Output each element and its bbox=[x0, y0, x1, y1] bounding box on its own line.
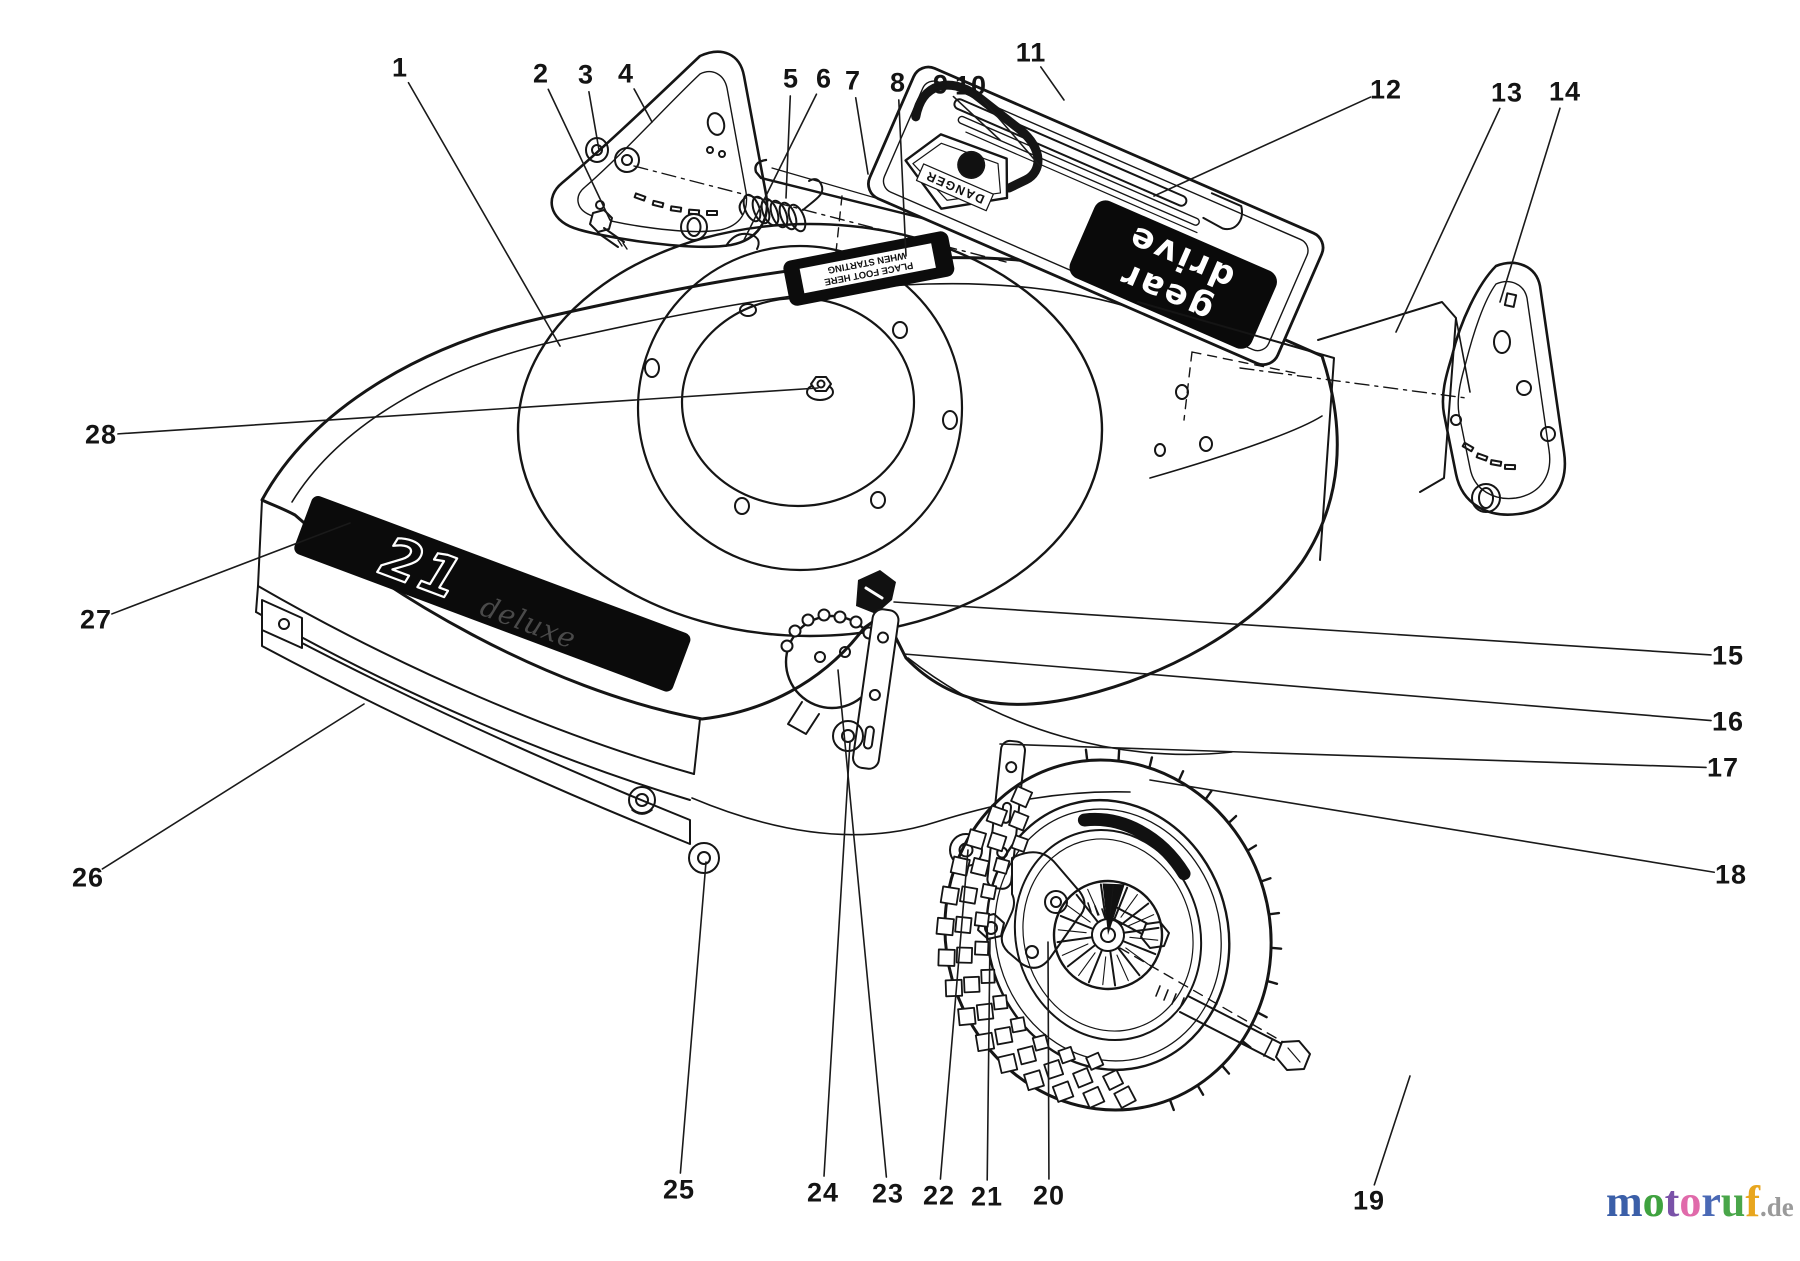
callout-5: 5 bbox=[782, 63, 800, 94]
callout-28: 28 bbox=[84, 419, 118, 450]
watermark-letter: o bbox=[1679, 1177, 1702, 1226]
tension-spring bbox=[738, 178, 824, 233]
callout-23: 23 bbox=[871, 1178, 905, 1209]
watermark-suffix: .de bbox=[1759, 1192, 1794, 1222]
callout-17: 17 bbox=[1706, 752, 1740, 783]
watermark-logo: motoruf.de bbox=[1606, 1180, 1794, 1224]
callout-24: 24 bbox=[806, 1177, 840, 1208]
callout-10: 10 bbox=[954, 70, 988, 101]
callout-8: 8 bbox=[889, 67, 907, 98]
callout-18: 18 bbox=[1714, 859, 1748, 890]
deck-housing bbox=[260, 256, 1339, 836]
callout-7: 7 bbox=[844, 65, 862, 96]
watermark-letter: f bbox=[1745, 1177, 1760, 1226]
hex-bolt bbox=[589, 209, 628, 250]
watermark-letter: t bbox=[1664, 1177, 1680, 1226]
trim-strip bbox=[261, 599, 691, 845]
callout-4: 4 bbox=[617, 58, 635, 89]
watermark-letter: u bbox=[1720, 1177, 1746, 1226]
model-stripe-decal: 21 deluxe bbox=[294, 496, 691, 692]
rear-support-channel bbox=[1137, 301, 1471, 561]
callout-3: 3 bbox=[577, 59, 595, 90]
vent-slots bbox=[953, 98, 1200, 234]
callout-27: 27 bbox=[79, 604, 113, 635]
callout-16: 16 bbox=[1711, 706, 1745, 737]
cam-washer bbox=[832, 720, 864, 752]
control-cover: DANGER gear drive bbox=[867, 65, 1325, 367]
wheel bbox=[935, 748, 1311, 1112]
callout-21: 21 bbox=[970, 1181, 1004, 1212]
callout-11: 11 bbox=[1015, 37, 1047, 68]
axle-bolt bbox=[1119, 947, 1311, 1071]
callout-13: 13 bbox=[1490, 77, 1524, 108]
blade-dome bbox=[516, 222, 1104, 638]
callout-26: 26 bbox=[71, 862, 105, 893]
height-adjuster-cam bbox=[780, 608, 884, 735]
latch-hook bbox=[725, 232, 760, 250]
front-skirt bbox=[255, 499, 701, 801]
danger-decal: DANGER bbox=[904, 133, 1009, 212]
callout-14: 14 bbox=[1548, 76, 1582, 107]
watermark-word: motoruf bbox=[1606, 1177, 1760, 1226]
adjuster-link bbox=[852, 608, 900, 770]
callout-leader-lines bbox=[101, 66, 1716, 1186]
flange-nut bbox=[628, 786, 656, 815]
foot-rest-decal: PLACE FOOT HERE WHEN STARTING bbox=[783, 231, 955, 306]
watermark-letter: o bbox=[1642, 1177, 1665, 1226]
watermark-letter: r bbox=[1701, 1177, 1721, 1226]
wheel-edge-knobs bbox=[1084, 748, 1283, 1112]
pivot-bracket bbox=[1000, 851, 1086, 969]
wheel-tread bbox=[935, 785, 1137, 1109]
wheel-hub bbox=[1052, 879, 1164, 991]
cable-clip bbox=[856, 570, 896, 614]
callout-20: 20 bbox=[1032, 1180, 1066, 1211]
callout-22: 22 bbox=[922, 1180, 956, 1211]
callout-25: 25 bbox=[662, 1174, 696, 1205]
callout-19: 19 bbox=[1352, 1185, 1386, 1216]
skirt-washer bbox=[688, 842, 720, 874]
mounting-plate-right bbox=[1441, 261, 1567, 516]
callout-9: 9 bbox=[932, 69, 950, 100]
callout-12: 12 bbox=[1369, 74, 1403, 105]
callout-1: 1 bbox=[391, 52, 409, 83]
watermark-letter: m bbox=[1606, 1177, 1643, 1226]
callout-2: 2 bbox=[532, 58, 550, 89]
callout-15: 15 bbox=[1711, 640, 1745, 671]
callout-6: 6 bbox=[815, 63, 833, 94]
center-bolt bbox=[806, 376, 834, 401]
